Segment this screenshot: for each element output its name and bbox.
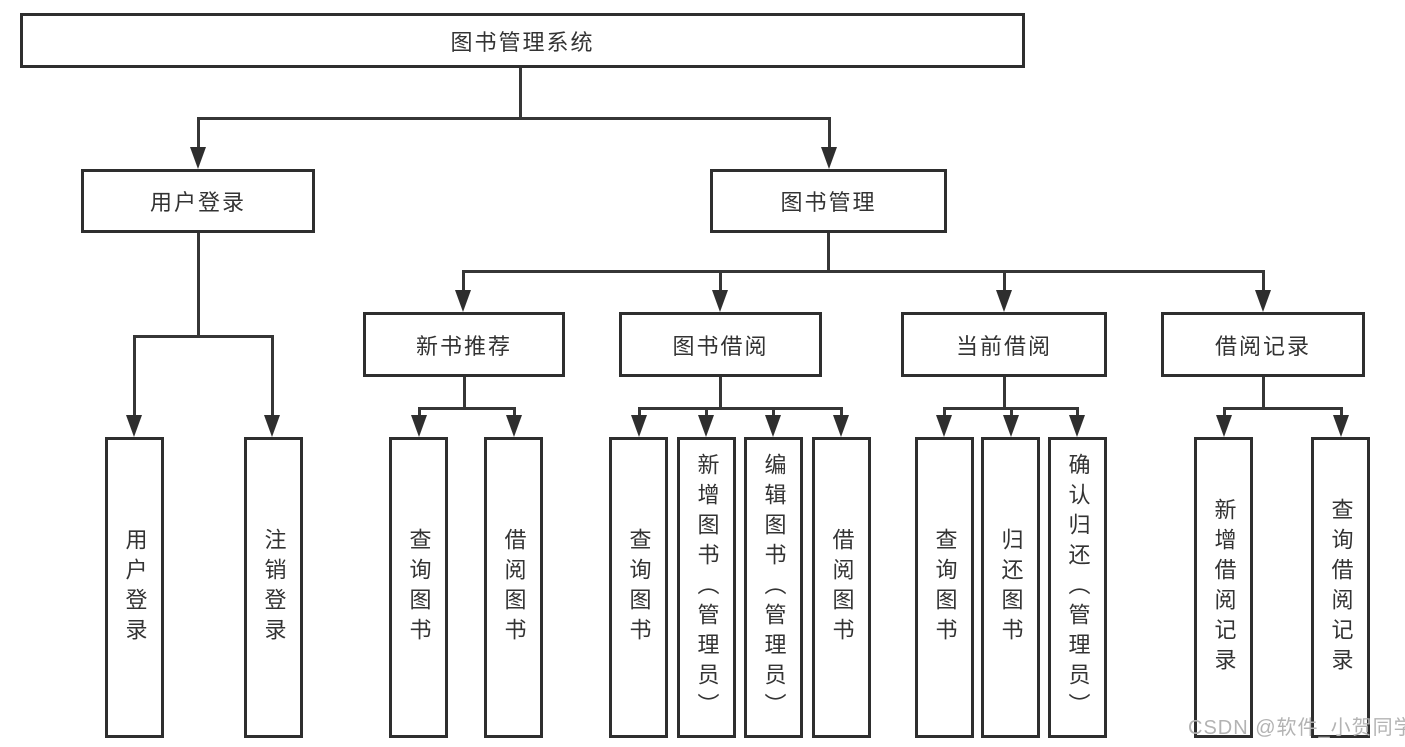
leaf-records-query-record-label: 查询借阅记录	[1328, 497, 1354, 678]
connector-line	[1010, 407, 1013, 419]
connector-line	[513, 407, 516, 419]
connector-arrow-icon	[698, 415, 714, 437]
connector-arrow-icon	[833, 415, 849, 437]
leaf-borrow-add-books-admin: 新增图书（管理员）	[677, 437, 736, 738]
node-borrow-records-label: 借阅记录	[1214, 333, 1311, 359]
leaf-newbook-query-books-label: 查询图书	[406, 527, 432, 648]
leaf-current-confirm-return-admin-label: 确认归还（管理员）	[1065, 452, 1091, 723]
leaf-logout-label: 注销登录	[261, 527, 287, 648]
connector-arrow-icon	[765, 415, 781, 437]
leaf-current-return-books-label: 归还图书	[998, 527, 1024, 648]
leaf-newbook-borrow-books-label: 借阅图书	[501, 527, 527, 648]
connector-line	[1076, 407, 1079, 419]
connector-line	[197, 233, 200, 338]
connector-line	[418, 407, 516, 410]
connector-line	[719, 270, 722, 292]
connector-line	[772, 407, 775, 419]
leaf-newbook-query-books: 查询图书	[389, 437, 448, 738]
connector-line	[705, 407, 708, 419]
connector-line	[463, 377, 466, 410]
leaf-user-login-label: 用户登录	[122, 527, 148, 648]
node-book-management-label: 图书管理	[780, 190, 877, 215]
connector-line	[719, 377, 722, 410]
leaf-borrow-borrow-books-label: 借阅图书	[829, 527, 855, 648]
connector-line	[197, 117, 200, 150]
connector-line	[840, 407, 843, 419]
connector-line	[1262, 377, 1265, 410]
connector-line	[1003, 377, 1006, 410]
connector-line	[638, 407, 843, 410]
connector-arrow-icon	[1333, 415, 1349, 437]
connector-arrow-icon	[190, 147, 206, 169]
connector-arrow-icon	[631, 415, 647, 437]
node-root-label: 图书管理系统	[450, 29, 595, 55]
node-book-borrow-label: 图书借阅	[672, 333, 769, 359]
leaf-current-query-books: 查询图书	[915, 437, 974, 738]
connector-line	[462, 270, 1265, 273]
connector-line	[133, 335, 274, 338]
leaf-records-add-record-label: 新增借阅记录	[1211, 497, 1237, 678]
connector-line	[418, 407, 421, 419]
leaf-current-query-books-label: 查询图书	[932, 527, 958, 648]
leaf-borrow-edit-books-admin: 编辑图书（管理员）	[744, 437, 803, 738]
connector-arrow-icon	[821, 147, 837, 169]
connector-line	[1340, 407, 1343, 419]
connector-arrow-icon	[936, 415, 952, 437]
connector-arrow-icon	[506, 415, 522, 437]
connector-arrow-icon	[996, 290, 1012, 312]
connector-line	[638, 407, 641, 419]
connector-line	[1223, 407, 1226, 419]
node-current-borrow: 当前借阅	[901, 312, 1107, 377]
connector-arrow-icon	[1069, 415, 1085, 437]
connector-arrow-icon	[1003, 415, 1019, 437]
leaf-current-confirm-return-admin: 确认归还（管理员）	[1048, 437, 1107, 738]
connector-line	[519, 68, 522, 119]
watermark: CSDN @软件_小贺同学	[1188, 717, 1405, 739]
node-root: 图书管理系统	[20, 13, 1025, 68]
connector-arrow-icon	[455, 290, 471, 312]
connector-line	[1223, 407, 1343, 410]
connector-arrow-icon	[264, 415, 280, 437]
connector-line	[462, 270, 465, 292]
connector-arrow-icon	[1216, 415, 1232, 437]
connector-line	[827, 233, 830, 273]
leaf-current-return-books: 归还图书	[981, 437, 1040, 738]
connector-line	[271, 335, 274, 417]
leaf-borrow-borrow-books: 借阅图书	[812, 437, 871, 738]
leaf-logout: 注销登录	[244, 437, 303, 738]
connector-line	[1003, 270, 1006, 292]
leaf-borrow-edit-books-admin-label: 编辑图书（管理员）	[761, 452, 787, 723]
node-user-login: 用户登录	[81, 169, 315, 233]
connector-line	[943, 407, 946, 419]
node-new-book-recommend: 新书推荐	[363, 312, 565, 377]
leaf-borrow-query-books-label: 查询图书	[626, 527, 652, 648]
leaf-borrow-add-books-admin-label: 新增图书（管理员）	[694, 452, 720, 723]
connector-arrow-icon	[1255, 290, 1271, 312]
connector-line	[1262, 270, 1265, 292]
leaf-records-query-record: 查询借阅记录	[1311, 437, 1370, 738]
node-book-borrow: 图书借阅	[619, 312, 822, 377]
connector-line	[828, 117, 831, 150]
node-borrow-records: 借阅记录	[1161, 312, 1365, 377]
connector-arrow-icon	[411, 415, 427, 437]
leaf-records-add-record: 新增借阅记录	[1194, 437, 1253, 738]
node-new-book-recommend-label: 新书推荐	[415, 333, 512, 359]
node-user-login-label: 用户登录	[149, 190, 246, 215]
node-current-borrow-label: 当前借阅	[955, 333, 1052, 359]
leaf-newbook-borrow-books: 借阅图书	[484, 437, 543, 738]
connector-arrow-icon	[126, 415, 142, 437]
connector-line	[197, 117, 831, 120]
leaf-borrow-query-books: 查询图书	[609, 437, 668, 738]
leaf-user-login: 用户登录	[105, 437, 164, 738]
connector-line	[133, 335, 136, 417]
node-book-management: 图书管理	[710, 169, 947, 233]
connector-arrow-icon	[712, 290, 728, 312]
